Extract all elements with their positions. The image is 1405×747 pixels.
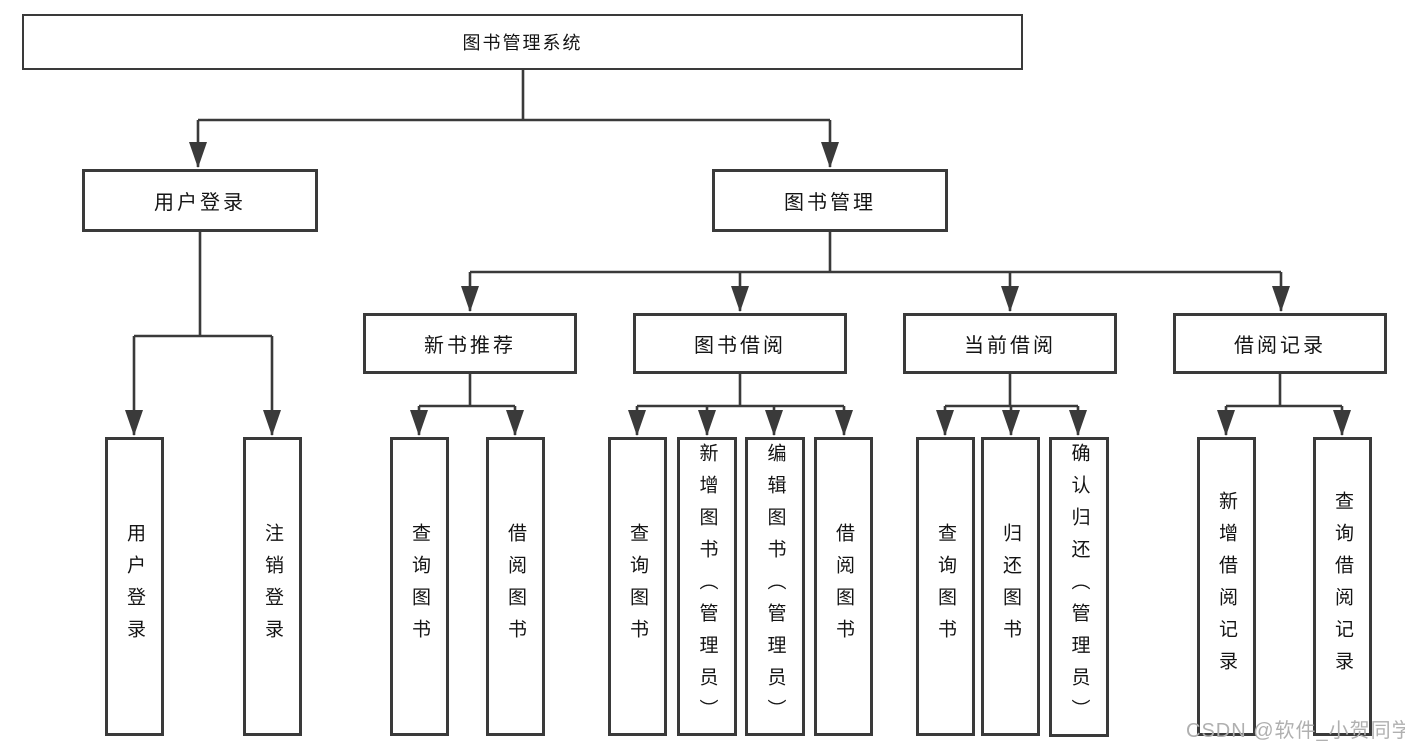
leaf-borrow-book-label: 借阅图书 — [833, 522, 854, 651]
node-new-book-recommend: 新书推荐 — [363, 313, 577, 374]
leaf-recommend-search-book-label: 查询图书 — [409, 522, 430, 651]
leaf-edit-book-admin-label: 编辑图书（管理员） — [764, 442, 786, 731]
leaf-logout-login: 注销登录 — [243, 437, 302, 736]
node-current-borrow: 当前借阅 — [903, 313, 1117, 374]
node-book-borrow-label: 图书借阅 — [694, 335, 786, 357]
node-book-management-label: 图书管理 — [784, 192, 876, 214]
leaf-recommend-borrow-book-label: 借阅图书 — [505, 522, 526, 651]
leaf-confirm-return-admin: 确认归还（管理员） — [1049, 437, 1109, 737]
node-new-book-recommend-label: 新书推荐 — [424, 335, 516, 357]
leaf-current-search-book-label: 查询图书 — [935, 522, 956, 651]
leaf-search-borrow-record: 查询借阅记录 — [1313, 437, 1372, 736]
leaf-return-book-label: 归还图书 — [1000, 522, 1021, 651]
leaf-add-borrow-record-label: 新增借阅记录 — [1216, 490, 1237, 683]
leaf-return-book: 归还图书 — [981, 437, 1040, 736]
leaf-user-login: 用户登录 — [105, 437, 164, 736]
leaf-borrow-search-book-label: 查询图书 — [627, 522, 648, 651]
leaf-search-borrow-record-label: 查询借阅记录 — [1332, 490, 1353, 683]
leaf-add-borrow-record: 新增借阅记录 — [1197, 437, 1256, 736]
node-library-system-label: 图书管理系统 — [462, 33, 583, 53]
node-book-borrow: 图书借阅 — [633, 313, 847, 374]
leaf-add-book-admin-label: 新增图书（管理员） — [696, 442, 718, 731]
node-user-login-label: 用户登录 — [154, 192, 246, 214]
leaf-recommend-search-book: 查询图书 — [390, 437, 449, 736]
node-current-borrow-label: 当前借阅 — [964, 335, 1056, 357]
node-user-login: 用户登录 — [82, 169, 318, 232]
leaf-edit-book-admin: 编辑图书（管理员） — [745, 437, 805, 736]
leaf-logout-login-label: 注销登录 — [262, 522, 283, 651]
leaf-recommend-borrow-book: 借阅图书 — [486, 437, 545, 736]
leaf-borrow-search-book: 查询图书 — [608, 437, 667, 736]
leaf-borrow-book: 借阅图书 — [814, 437, 873, 736]
leaf-current-search-book: 查询图书 — [916, 437, 975, 736]
node-book-management: 图书管理 — [712, 169, 948, 232]
leaf-confirm-return-admin-label: 确认归还（管理员） — [1068, 443, 1090, 731]
node-library-system: 图书管理系统 — [22, 14, 1023, 70]
leaf-user-login-label: 用户登录 — [124, 522, 145, 651]
node-borrow-records: 借阅记录 — [1173, 313, 1387, 374]
node-borrow-records-label: 借阅记录 — [1234, 335, 1326, 357]
csdn-watermark: CSDN @软件_小贺同学 — [1186, 720, 1405, 742]
leaf-add-book-admin: 新增图书（管理员） — [677, 437, 737, 736]
